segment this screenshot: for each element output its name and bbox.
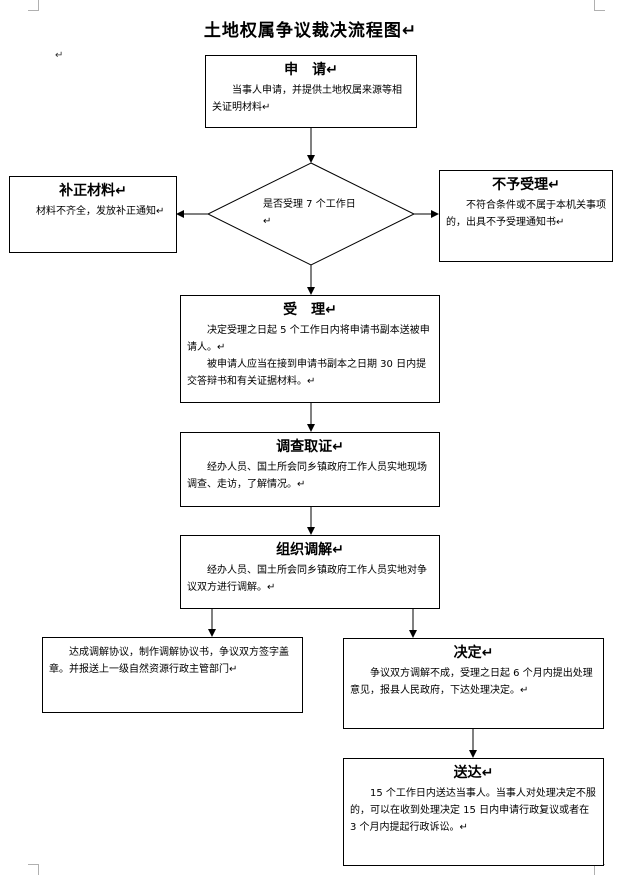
ruling-text: 争议双方调解不成，受理之日起 6 个月内提出处理意见，报县人民政府，下达处理决定… <box>350 668 593 696</box>
ruling-box: 决定↵ 争议双方调解不成，受理之日起 6 个月内提出处理意见，报县人民政府，下达… <box>343 638 604 729</box>
agreement-text: 达成调解协议，制作调解协议书，争议双方签字盖章。并报送上一级自然资源行政主管部门… <box>49 647 289 675</box>
mediate-title: 组织调解↵ <box>276 542 344 558</box>
accept-text-1: 决定受理之日起 5 个工作日内将申请书副本送被申请人。↵ <box>187 325 430 353</box>
paragraph-mark: ↵ <box>55 50 64 61</box>
delivery-title: 送达↵ <box>453 765 494 781</box>
apply-box: 申 请↵ 当事人申请，并提供土地权属来源等相关证明材料↵ <box>205 55 417 128</box>
mediate-text: 经办人员、国土所会同乡镇政府工作人员实地对争议双方进行调解。↵ <box>187 565 427 593</box>
page-corner-mark-top-left <box>28 0 39 11</box>
apply-text: 当事人申请，并提供土地权属来源等相关证明材料↵ <box>212 85 402 113</box>
page-corner-mark-bottom-left <box>28 864 39 875</box>
ruling-title: 决定↵ <box>453 645 494 661</box>
delivery-text: 15 个工作日内送达当事人。当事人对处理决定不服的，可以在收到处理决定 15 日… <box>350 788 596 833</box>
investigate-title: 调查取证↵ <box>276 439 344 455</box>
page-corner-mark-top-right <box>594 0 605 11</box>
accept-box: 受 理↵ 决定受理之日起 5 个工作日内将申请书副本送被申请人。↵ 被申请人应当… <box>180 295 440 403</box>
supplement-box: 补正材料↵ 材料不齐全，发放补正通知↵ <box>9 176 177 253</box>
investigate-text: 经办人员、国土所会同乡镇政府工作人员实地现场调查、走访，了解情况。↵ <box>187 462 427 490</box>
page-title: 土地权属争议裁决流程图↵ <box>203 21 418 41</box>
supplement-text: 材料不齐全，发放补正通知↵ <box>36 206 165 217</box>
decision-text: 是否受理 7 个工作日↵ <box>263 199 356 227</box>
apply-title: 申 请↵ <box>284 62 338 78</box>
reject-title: 不予受理↵ <box>492 177 560 193</box>
supplement-title: 补正材料↵ <box>59 183 127 199</box>
reject-box: 不予受理↵ 不符合条件或不属于本机关事项的，出具不予受理通知书↵ <box>439 170 613 262</box>
agreement-box: 达成调解协议，制作调解协议书，争议双方签字盖章。并报送上一级自然资源行政主管部门… <box>42 637 303 713</box>
mediate-box: 组织调解↵ 经办人员、国土所会同乡镇政府工作人员实地对争议双方进行调解。↵ <box>180 535 440 609</box>
delivery-box: 送达↵ 15 个工作日内送达当事人。当事人对处理决定不服的，可以在收到处理决定 … <box>343 758 604 866</box>
accept-text-2: 被申请人应当在接到申请书副本之日期 30 日内提交答辩书和有关证据材料。↵ <box>187 359 427 387</box>
reject-text: 不符合条件或不属于本机关事项的，出具不予受理通知书↵ <box>446 200 606 228</box>
accept-title: 受 理↵ <box>283 302 337 318</box>
investigate-box: 调查取证↵ 经办人员、国土所会同乡镇政府工作人员实地现场调查、走访，了解情况。↵ <box>180 432 440 507</box>
